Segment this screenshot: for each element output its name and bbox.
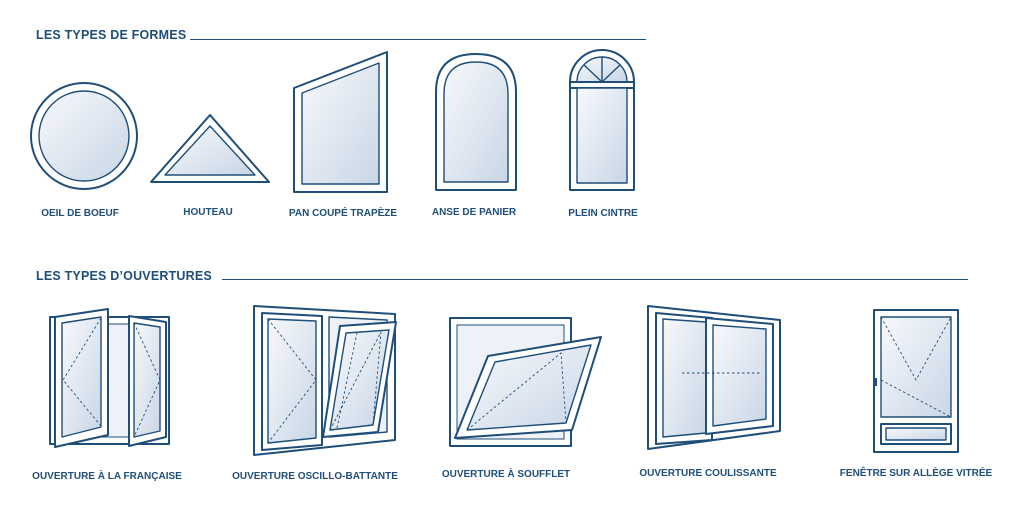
- opening-label-allege-vitree: FENÊTRE SUR ALLÈGE VITRÉE: [839, 468, 993, 479]
- houteau-illustration: [150, 114, 270, 183]
- anse-de-panier-illustration: [435, 53, 517, 191]
- shape-label-pan-coupe-trapeze: PAN COUPÉ TRAPÈZE: [288, 208, 398, 219]
- opening-label-coulissante: OUVERTURE COULISSANTE: [639, 468, 777, 479]
- opening-label-oscillo-battante: OUVERTURE OSCILLO-BATTANTE: [232, 471, 398, 482]
- shapes-section-title: LES TYPES DE FORMES: [36, 28, 187, 42]
- ouverture-oscillo-battante-illustration: [253, 305, 397, 456]
- shapes-section-rule: [190, 39, 646, 40]
- fenetre-allege-vitree-illustration: [873, 309, 959, 453]
- shape-label-oeil-de-boeuf: OEIL DE BOEUF: [41, 208, 119, 219]
- pan-coupe-trapeze-illustration: [293, 51, 388, 193]
- shape-label-houteau: HOUTEAU: [183, 207, 233, 218]
- ouverture-soufflet-illustration: [449, 317, 602, 447]
- openings-section-title: LES TYPES D’OUVERTURES: [36, 269, 212, 283]
- plein-cintre-illustration: [569, 49, 635, 191]
- oeil-de-boeuf-illustration: [30, 82, 138, 190]
- openings-section-rule: [222, 279, 968, 280]
- ouverture-coulissante-illustration: [647, 305, 781, 450]
- shape-label-anse-de-panier: ANSE DE PANIER: [431, 207, 517, 218]
- opening-label-francaise: OUVERTURE À LA FRANÇAISE: [32, 471, 182, 482]
- opening-label-soufflet: OUVERTURE À SOUFFLET: [441, 469, 571, 480]
- shape-label-plein-cintre: PLEIN CINTRE: [568, 208, 638, 219]
- ouverture-francaise-illustration: [49, 308, 170, 448]
